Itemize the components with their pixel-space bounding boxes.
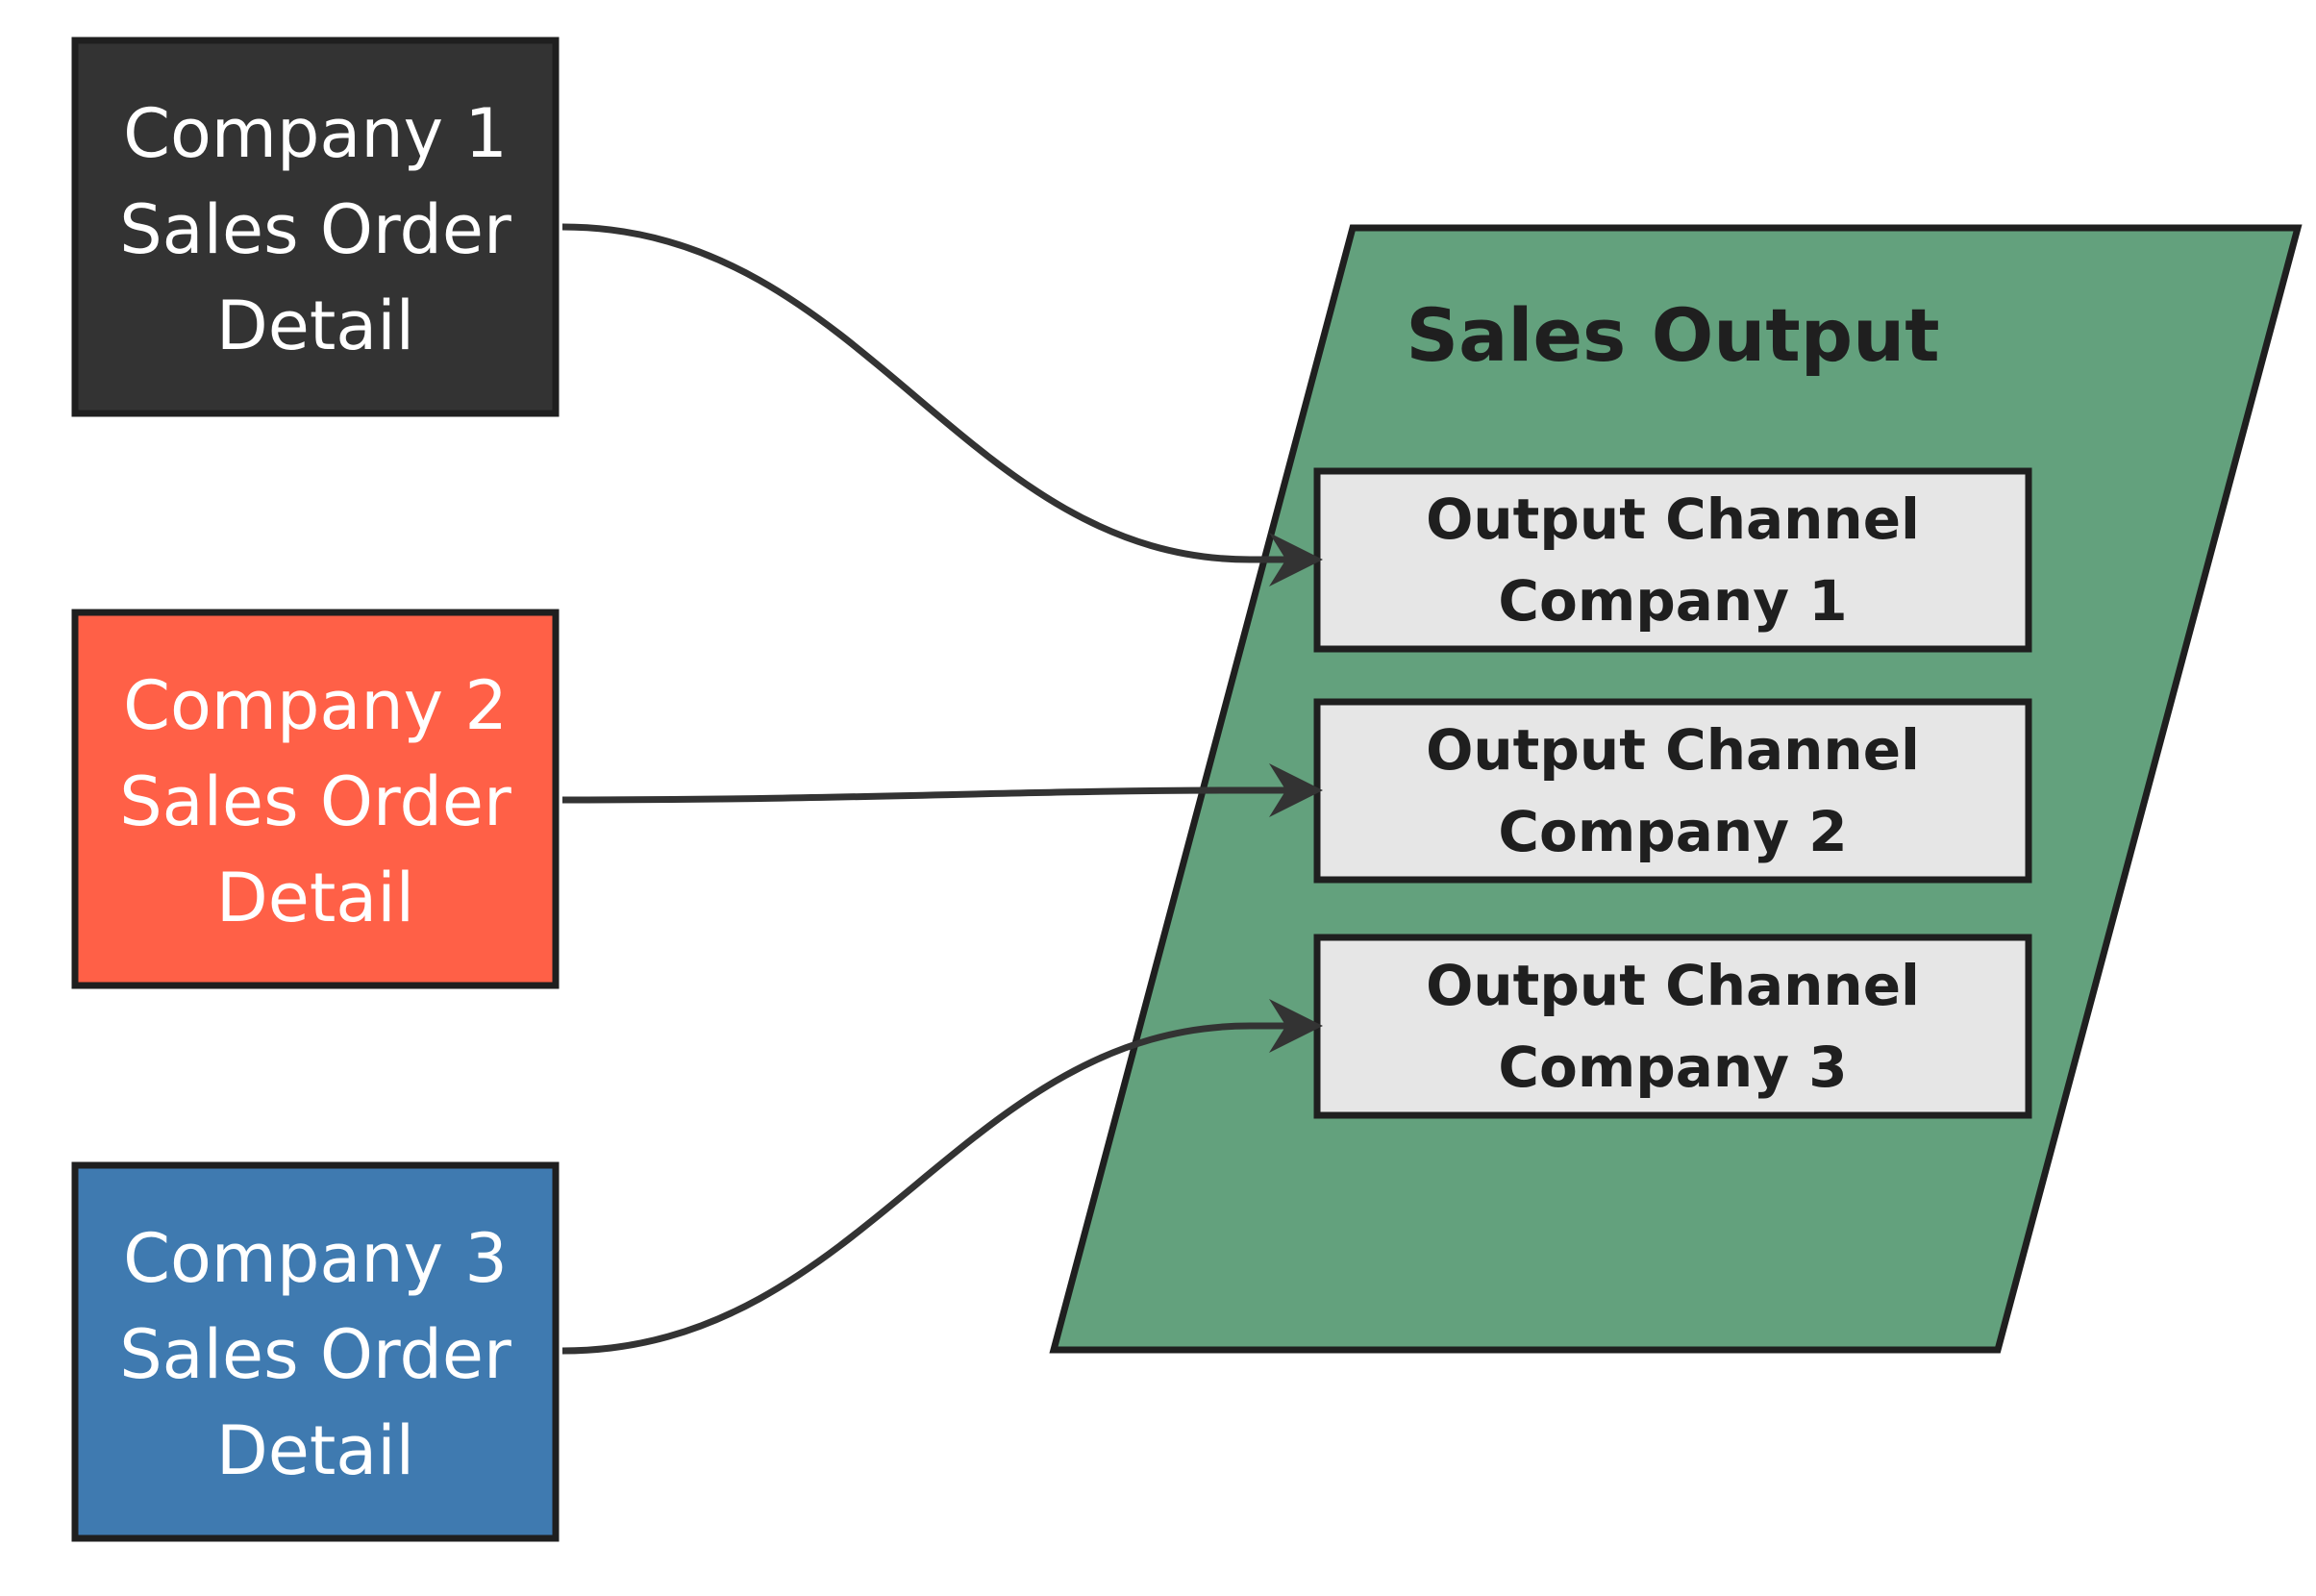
output-channel-box (1313, 698, 2032, 884)
source-label: Sales Order (119, 1315, 511, 1394)
source-label: Company 3 (123, 1219, 508, 1298)
output-channel-label: Company 3 (1498, 1035, 1847, 1100)
source-box (71, 1161, 560, 1542)
source-label: Detail (216, 287, 414, 365)
output-channel-company-3: Output Channel Company 3 (1313, 934, 2032, 1119)
edge-company-1-to-channel-1 (561, 223, 1323, 586)
source-company-2: Company 2 Sales Order Detail (71, 609, 560, 989)
source-label: Company 2 (123, 666, 508, 745)
output-channel-label: Output Channel (1426, 486, 1920, 552)
source-label: Sales Order (119, 762, 511, 841)
source-label: Detail (216, 1411, 414, 1490)
source-label: Detail (216, 859, 414, 937)
output-channel-label: Output Channel (1426, 953, 1920, 1018)
sales-output-title: Sales Output (1406, 292, 1939, 378)
edge-company-3-to-channel-3 (561, 999, 1323, 1355)
source-company-3: Company 3 Sales Order Detail (71, 1161, 560, 1542)
source-label: Company 1 (123, 94, 508, 173)
output-channel-label: Output Channel (1426, 717, 1920, 783)
output-channel-company-1: Output Channel Company 1 (1313, 467, 2032, 653)
output-channel-label: Company 1 (1498, 568, 1847, 634)
source-box (71, 609, 560, 989)
output-channel-label: Company 2 (1498, 799, 1847, 864)
edge-company-2-to-channel-2 (561, 763, 1323, 817)
source-label: Sales Order (119, 190, 511, 269)
output-channel-company-2: Output Channel Company 2 (1313, 698, 2032, 884)
output-channel-box (1313, 467, 2032, 653)
source-company-1: Company 1 Sales Order Detail (71, 37, 560, 417)
source-box (71, 37, 560, 417)
